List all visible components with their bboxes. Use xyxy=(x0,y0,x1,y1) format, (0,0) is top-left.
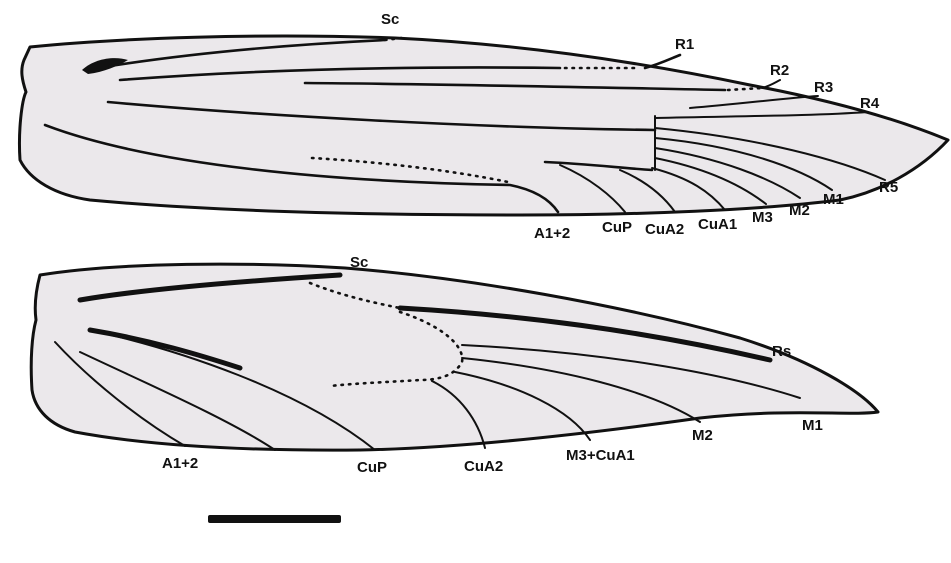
hindwing-label-rs: Rs xyxy=(772,343,791,360)
forewing-vein-r2 xyxy=(762,80,780,88)
forewing xyxy=(19,36,948,215)
forewing-label-m1: M1 xyxy=(823,191,844,208)
forewing-label-m2: M2 xyxy=(789,202,810,219)
forewing-label-cua2: CuA2 xyxy=(645,221,684,238)
forewing-label-sc: Sc xyxy=(381,11,399,28)
hindwing xyxy=(31,264,878,450)
forewing-label-m3: M3 xyxy=(752,209,773,226)
forewing-label-r4: R4 xyxy=(860,95,880,112)
forewing-label-r2: R2 xyxy=(770,62,789,79)
hindwing-label-sc: Sc xyxy=(350,254,368,271)
forewing-label-r1: R1 xyxy=(675,36,694,53)
scale-bar xyxy=(208,515,341,523)
hindwing-label-cup: CuP xyxy=(357,459,387,476)
hindwing-label-m3cua1: M3+CuA1 xyxy=(566,447,635,464)
hindwing-label-m2: M2 xyxy=(692,427,713,444)
forewing-label-a12: A1+2 xyxy=(534,225,570,242)
hindwing-label-m1: M1 xyxy=(802,417,823,434)
forewing-label-r3: R3 xyxy=(814,79,833,96)
hindwing-label-a12: A1+2 xyxy=(162,455,198,472)
forewing-vein-r1-end xyxy=(645,55,680,68)
hindwing-label-cua2: CuA2 xyxy=(464,458,503,475)
forewing-label-cua1: CuA1 xyxy=(698,216,737,233)
forewing-label-cup: CuP xyxy=(602,219,632,236)
forewing-label-r5: R5 xyxy=(879,179,898,196)
